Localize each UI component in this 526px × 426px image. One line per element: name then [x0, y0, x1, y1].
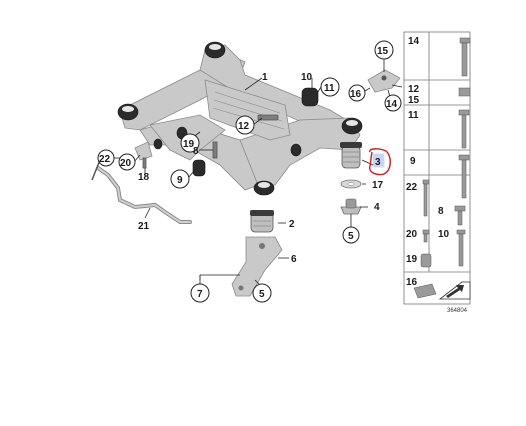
- sidebar-part-20[interactable]: [422, 229, 430, 243]
- callouts: 1 11 10 12 19 8 9 22 20 18 21 15 13 16 1…: [97, 40, 416, 303]
- sidebar-label-12: 12: [408, 84, 420, 95]
- callout-18[interactable]: 18: [138, 172, 150, 183]
- sidebar-label-14: 14: [408, 36, 420, 47]
- sidebar-label-10: 10: [438, 229, 450, 240]
- bushing-4[interactable]: [340, 198, 362, 215]
- callout-6[interactable]: 6: [291, 254, 297, 265]
- callout-12-circle: [235, 115, 255, 135]
- callout-11-circle: [320, 77, 340, 97]
- callout-16[interactable]: 16: [350, 89, 362, 100]
- callout-5-right-circle: [342, 226, 360, 244]
- sidebar-label-20: 20: [406, 229, 418, 240]
- stabilizer-link-21[interactable]: [96, 166, 192, 224]
- callout-22-circle: [97, 149, 115, 167]
- callout-1[interactable]: 1: [262, 72, 268, 83]
- bolt-12[interactable]: [257, 114, 279, 121]
- highlight-ring: [369, 148, 391, 176]
- rubber-bushing-9[interactable]: [192, 159, 206, 177]
- sidebar-bolt-14[interactable]: [459, 37, 471, 77]
- rubber-bushing-10[interactable]: [301, 87, 319, 107]
- rubber-mount-2[interactable]: [250, 210, 274, 233]
- callout-2[interactable]: 2: [289, 219, 295, 230]
- callout-17[interactable]: 17: [372, 180, 384, 191]
- callout-10[interactable]: 10: [301, 72, 313, 83]
- callout-15[interactable]: 15: [377, 46, 389, 57]
- sidebar-bolt-10[interactable]: [456, 229, 466, 267]
- sidebar-bolt-11[interactable]: [458, 109, 470, 149]
- callout-5-left[interactable]: 5: [259, 289, 265, 300]
- callout-7[interactable]: 7: [197, 289, 203, 300]
- callout-19-circle: [180, 133, 200, 153]
- bolt-8[interactable]: [212, 141, 218, 159]
- bracket-6[interactable]: [231, 236, 283, 297]
- callout-11[interactable]: 11: [324, 83, 335, 94]
- sidebar-bolt-22[interactable]: [422, 179, 430, 217]
- callout-20[interactable]: 20: [120, 158, 132, 169]
- highlight-box: [372, 153, 385, 168]
- bracket-assembly[interactable]: [367, 69, 401, 93]
- callout-21[interactable]: 21: [138, 221, 150, 232]
- bolt-18[interactable]: [142, 157, 147, 169]
- callout-9-circle: [170, 169, 190, 189]
- callout-8[interactable]: 8: [193, 146, 199, 157]
- callout-15-circle: [374, 40, 394, 60]
- parts-sidebar: 14 12 15 11 9 22 8 20 10 19 16: [403, 31, 471, 305]
- callout-14[interactable]: 14: [386, 99, 398, 110]
- washer-17[interactable]: [340, 179, 362, 189]
- sidebar-nut-19[interactable]: [420, 253, 432, 268]
- sidebar-bolt-9[interactable]: [458, 154, 470, 199]
- callout-22[interactable]: 22: [99, 154, 111, 165]
- callout-14-circle: [384, 94, 402, 112]
- sidebar-label-22: 22: [406, 182, 418, 193]
- callout-20-circle: [118, 153, 136, 171]
- callout-5-left-circle: [252, 283, 272, 303]
- bolt-22[interactable]: [91, 159, 101, 181]
- sidebar-label-9: 9: [410, 156, 416, 167]
- leader-lines: [112, 58, 403, 287]
- callout-7-circle: [190, 283, 210, 303]
- drawing-number: 364804: [447, 308, 468, 314]
- sidebar-label-16: 16: [406, 277, 418, 288]
- sidebar-label-8: 8: [438, 206, 444, 217]
- rubber-mount-3[interactable]: [340, 142, 362, 169]
- callout-12[interactable]: 12: [238, 121, 250, 132]
- callout-4[interactable]: 4: [374, 202, 380, 213]
- callout-9[interactable]: 9: [177, 175, 183, 186]
- callout-16-circle: [348, 84, 366, 102]
- sidebar-bolt-8[interactable]: [454, 205, 466, 226]
- callout-19[interactable]: 19: [183, 139, 195, 150]
- callout-5-right[interactable]: 5: [348, 231, 354, 242]
- sidebar-clip-16[interactable]: [413, 283, 437, 299]
- sidebar-label-11: 11: [408, 110, 419, 121]
- sidebar-label-15: 15: [408, 95, 420, 106]
- sidebar-label-19: 19: [406, 254, 418, 265]
- sidebar-arrow-icon: [438, 281, 471, 300]
- callout-3[interactable]: 3: [375, 157, 381, 168]
- sidebar-nut-12[interactable]: [458, 87, 471, 97]
